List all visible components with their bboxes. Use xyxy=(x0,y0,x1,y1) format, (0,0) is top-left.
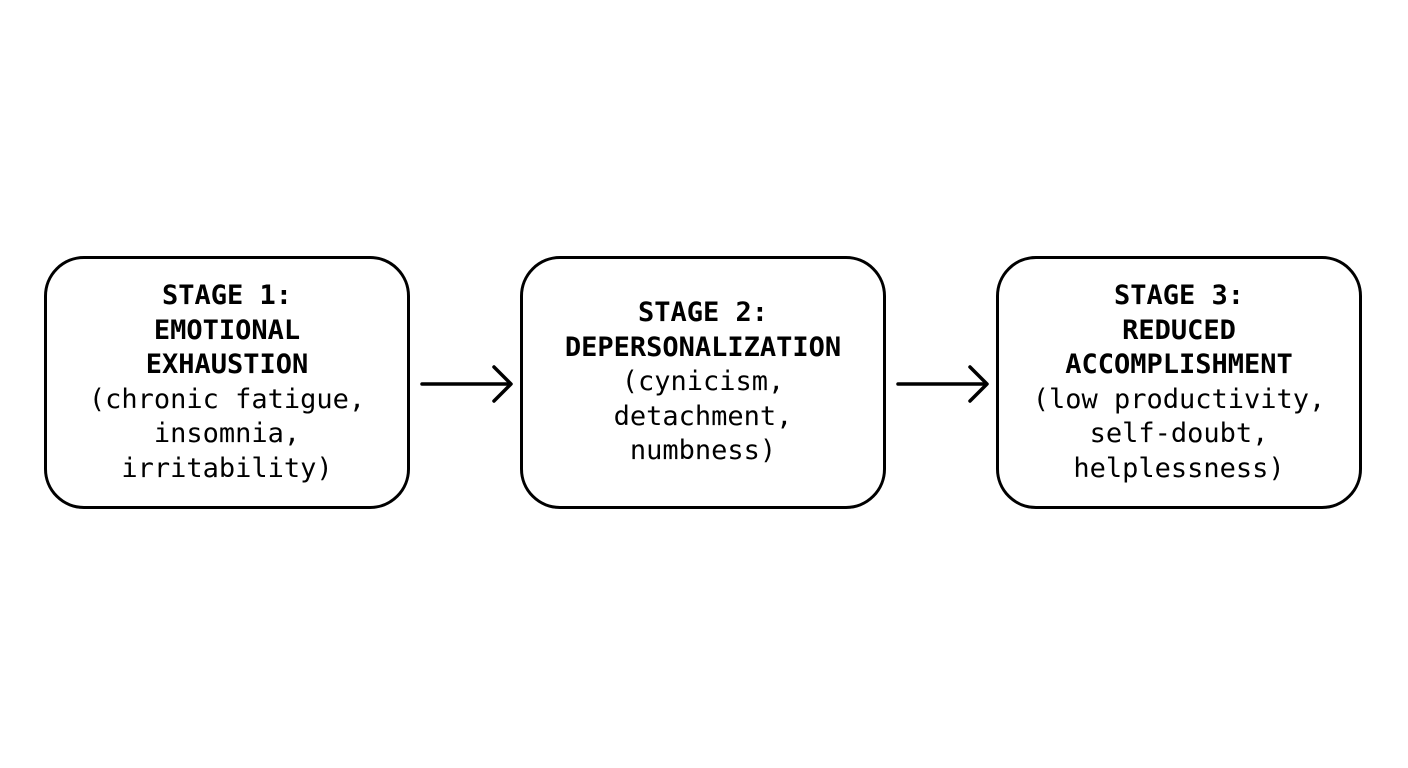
stage-1-detail-line-2: insomnia, xyxy=(153,418,301,449)
stage-3-detail-line-1: (low productivity, xyxy=(1032,383,1326,415)
stage-2-detail-line-1: (cynicism, xyxy=(621,366,785,398)
stage-1-name-line-1: EMOTIONAL xyxy=(153,314,301,346)
stage-2-detail-line-3: numbness) xyxy=(629,435,777,467)
stage-3-title: STAGE 3: xyxy=(1113,280,1245,311)
stage-1-detail-line-3: irritability) xyxy=(121,452,333,484)
right-arrow-icon xyxy=(420,365,513,403)
stage-3-detail-line-2: self-doubt, xyxy=(1089,418,1269,449)
stage-3-detail-line-3: helplessness) xyxy=(1073,452,1285,484)
stage-2-box: STAGE 2: DEPERSONALIZATION (cynicism, de… xyxy=(520,256,886,509)
stage-3-box: STAGE 3: REDUCED ACCOMPLISHMENT (low pro… xyxy=(996,256,1362,509)
stage-2-title: STAGE 2: xyxy=(637,297,769,329)
stage-3-name-line-1: REDUCED xyxy=(1122,314,1236,346)
stage-3-name-line-2: ACCOMPLISHMENT xyxy=(1065,349,1293,380)
right-arrow-icon xyxy=(896,365,989,403)
stage-2-detail-line-2: detachment, xyxy=(613,400,793,432)
stage-1-detail-line-1: (chronic fatigue, xyxy=(88,383,366,415)
stage-1-name-line-2: EXHAUSTION xyxy=(145,349,309,380)
stage-1-box: STAGE 1: EMOTIONAL EXHAUSTION (chronic f… xyxy=(44,256,410,509)
stage-1-title: STAGE 1: xyxy=(161,280,293,311)
stage-2-name-line-1: DEPERSONALIZATION xyxy=(564,331,842,363)
